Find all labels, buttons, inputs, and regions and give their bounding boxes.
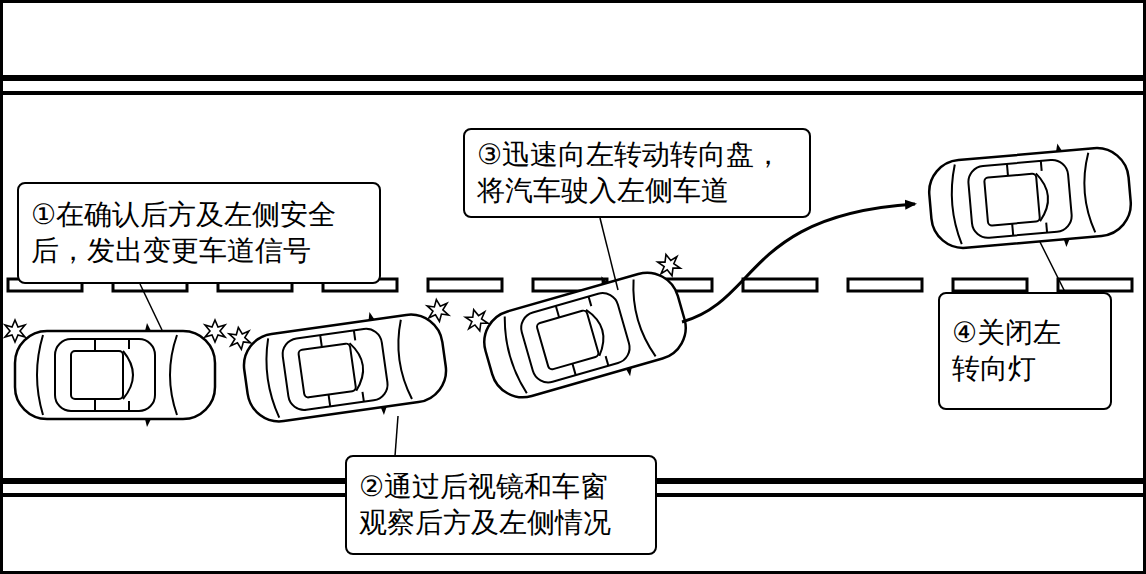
callout-box: ④关闭左 转向灯 [938, 292, 1112, 410]
callout-box: ③迅速向左转动转向盘， 将汽车驶入左侧车道 [463, 128, 811, 218]
callout-text: ④关闭左 转向灯 [952, 315, 1098, 388]
callout-text: ①在确认后方及左侧安全 后，发出变更车道信号 [31, 197, 367, 270]
callout-box: ②通过后视镜和车窗 观察后方及左侧情况 [345, 455, 657, 555]
callout-text: ②通过后视镜和车窗 观察后方及左侧情况 [359, 469, 643, 542]
callout-text: ③迅速向左转动转向盘， 将汽车驶入左侧车道 [477, 137, 797, 210]
callout-box: ①在确认后方及左侧安全 后，发出变更车道信号 [17, 182, 381, 284]
